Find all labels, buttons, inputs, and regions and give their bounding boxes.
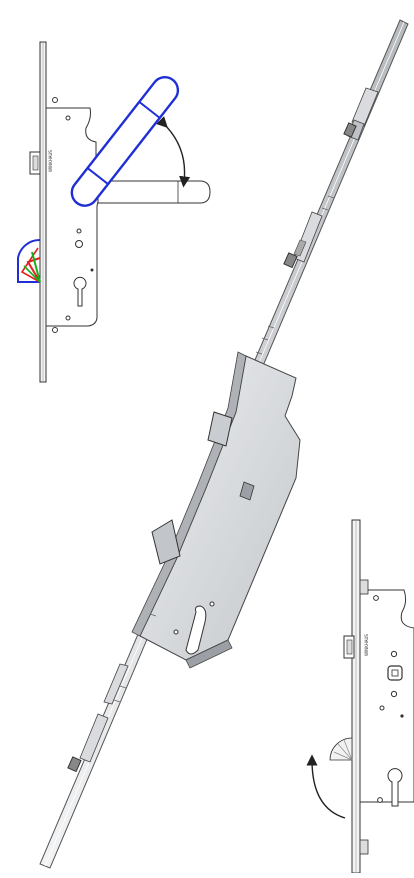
screw bbox=[65, 315, 71, 321]
lock-body bbox=[131, 351, 301, 669]
handle-rotated bbox=[70, 75, 180, 207]
screw bbox=[52, 97, 58, 103]
middle-locking-point bbox=[283, 211, 323, 269]
handle-rest bbox=[97, 180, 211, 204]
screw bbox=[373, 595, 379, 601]
lock-case bbox=[45, 107, 99, 327]
brand-stamp: WINKHAUS bbox=[364, 634, 369, 656]
upper-locking-point bbox=[343, 87, 379, 141]
latch-bolt bbox=[151, 519, 181, 565]
handle-operation-view: WINKHAUS bbox=[17, 41, 211, 383]
brand-stamp: WINKHAUS bbox=[48, 150, 53, 172]
latch-bolt-swing bbox=[17, 238, 41, 283]
perspective-view bbox=[39, 19, 409, 869]
cylinder-cutout bbox=[185, 605, 207, 655]
deadbolt bbox=[207, 411, 233, 447]
key-operation-view: WINKHAUS bbox=[306, 519, 414, 874]
spindle bbox=[239, 481, 255, 501]
screw bbox=[65, 115, 71, 121]
screw bbox=[52, 327, 58, 333]
spindle-hole bbox=[75, 240, 83, 248]
rotation-arrow-icon bbox=[156, 116, 191, 188]
cylinder-cutout bbox=[387, 768, 403, 807]
screw bbox=[379, 705, 385, 711]
cylinder-cutout bbox=[73, 276, 87, 307]
lower-locking-point bbox=[67, 663, 129, 773]
rotation-arrow-icon bbox=[306, 754, 346, 819]
lock-case bbox=[359, 589, 414, 803]
latch-bolt-swing bbox=[329, 737, 353, 761]
screw bbox=[377, 797, 383, 803]
